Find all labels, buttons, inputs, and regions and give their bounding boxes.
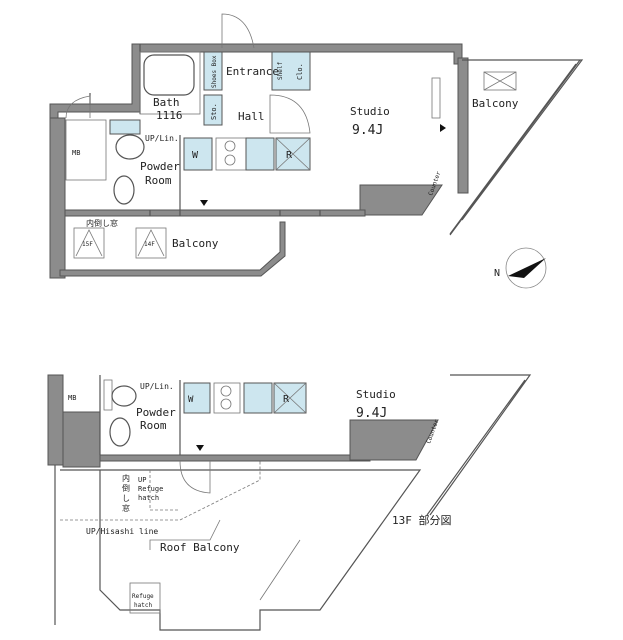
label-hisashi-line: UP/Hisashi line xyxy=(86,527,158,536)
entry-marker xyxy=(196,445,204,451)
label-window-note-3: し xyxy=(122,494,130,503)
room-label-hall: Hall xyxy=(238,110,265,123)
label-counter: Counter xyxy=(427,170,442,197)
compass-north-label: N xyxy=(494,268,500,279)
room-label-studio: Studio xyxy=(350,105,390,118)
label-15f: 15F xyxy=(82,241,93,248)
room-label-entrance: Entrance xyxy=(226,65,279,78)
entrance-door xyxy=(221,13,255,49)
wall xyxy=(47,374,64,466)
room-label-room: Room xyxy=(145,174,172,187)
label-washer: W xyxy=(188,395,194,405)
sink-counter xyxy=(245,137,275,171)
mb-closet xyxy=(65,119,107,181)
upper-floor-plan: Entrance Shoes Box Shelf Clo. Bath 1116 … xyxy=(49,13,584,279)
toilet xyxy=(113,175,135,205)
entry-marker xyxy=(200,200,208,206)
studio-size: 9.4J xyxy=(352,123,383,138)
label-14f: 14F xyxy=(144,241,155,248)
label-refuge-hatch-1: Refuge xyxy=(132,593,154,600)
label-mb: MB xyxy=(72,149,80,157)
label-washer: W xyxy=(192,150,199,161)
sink xyxy=(115,134,145,160)
room-label-powder: Powder xyxy=(140,160,180,173)
label-window-note-2: 倒 xyxy=(122,483,130,493)
north-arrow-icon xyxy=(508,258,546,278)
wall xyxy=(99,454,371,462)
door-swing xyxy=(65,95,91,119)
label-window-note: 内倒し窓 xyxy=(86,218,118,228)
sink-counter xyxy=(243,382,273,414)
room-label-balcony-right: Balcony xyxy=(472,97,519,110)
stove xyxy=(213,382,241,414)
lower-floor-plan: MB UP/Lin. W R Powder Room Studio 9.4J C… xyxy=(47,374,532,631)
label-up-lin: UP/Lin. xyxy=(145,134,179,143)
sink xyxy=(111,385,137,407)
washer-space xyxy=(183,382,211,414)
entry-marker xyxy=(440,124,446,132)
ac-unit-15f xyxy=(73,227,105,259)
label-refuge-hatch-2: hatch xyxy=(134,602,152,609)
washbasin xyxy=(109,119,141,135)
room-label-room: Room xyxy=(140,419,167,432)
wall xyxy=(64,209,366,217)
label-mb: MB xyxy=(68,394,76,402)
label-window-note-1: 内 xyxy=(122,473,130,483)
label-window-note-4: 窓 xyxy=(122,503,130,513)
closet xyxy=(271,51,311,91)
wall xyxy=(49,117,66,279)
ac-unit-14f xyxy=(135,227,167,259)
bath-size: 1116 xyxy=(156,109,183,122)
label-storage: Sto. xyxy=(210,103,218,120)
label-up-refuge-2: Refuge xyxy=(138,485,163,493)
label-closet: Clo. xyxy=(296,63,304,80)
bathtub xyxy=(143,54,195,96)
room-label-studio: Studio xyxy=(356,388,396,401)
refuge-hatch xyxy=(129,582,161,614)
label-fridge: R xyxy=(286,150,293,161)
plan-caption: 13F 部分図 xyxy=(392,513,452,527)
wall xyxy=(62,411,101,468)
room-label-bath: Bath xyxy=(153,96,180,109)
toilet xyxy=(109,417,131,447)
room-label-powder: Powder xyxy=(136,406,176,419)
wall xyxy=(349,419,439,461)
storage xyxy=(203,94,223,126)
wall xyxy=(359,184,443,216)
room-label-roof-balcony: Roof Balcony xyxy=(160,541,240,554)
wall xyxy=(59,221,286,277)
compass: N xyxy=(494,247,547,289)
label-up-refuge-3: hatch xyxy=(138,494,159,502)
wall xyxy=(457,57,469,194)
label-fridge: R xyxy=(283,394,290,405)
washer-space xyxy=(183,137,213,171)
studio-size: 9.4J xyxy=(356,406,387,421)
shoes-box xyxy=(203,51,223,91)
room-label-balcony: Balcony xyxy=(172,237,219,250)
label-up-lin: UP/Lin. xyxy=(140,382,174,391)
label-shelf: Shelf xyxy=(277,62,284,80)
balcony-door xyxy=(179,460,211,494)
label-up-refuge-1: UP xyxy=(138,476,146,484)
label-shoes-box: Shoes Box xyxy=(211,55,218,88)
